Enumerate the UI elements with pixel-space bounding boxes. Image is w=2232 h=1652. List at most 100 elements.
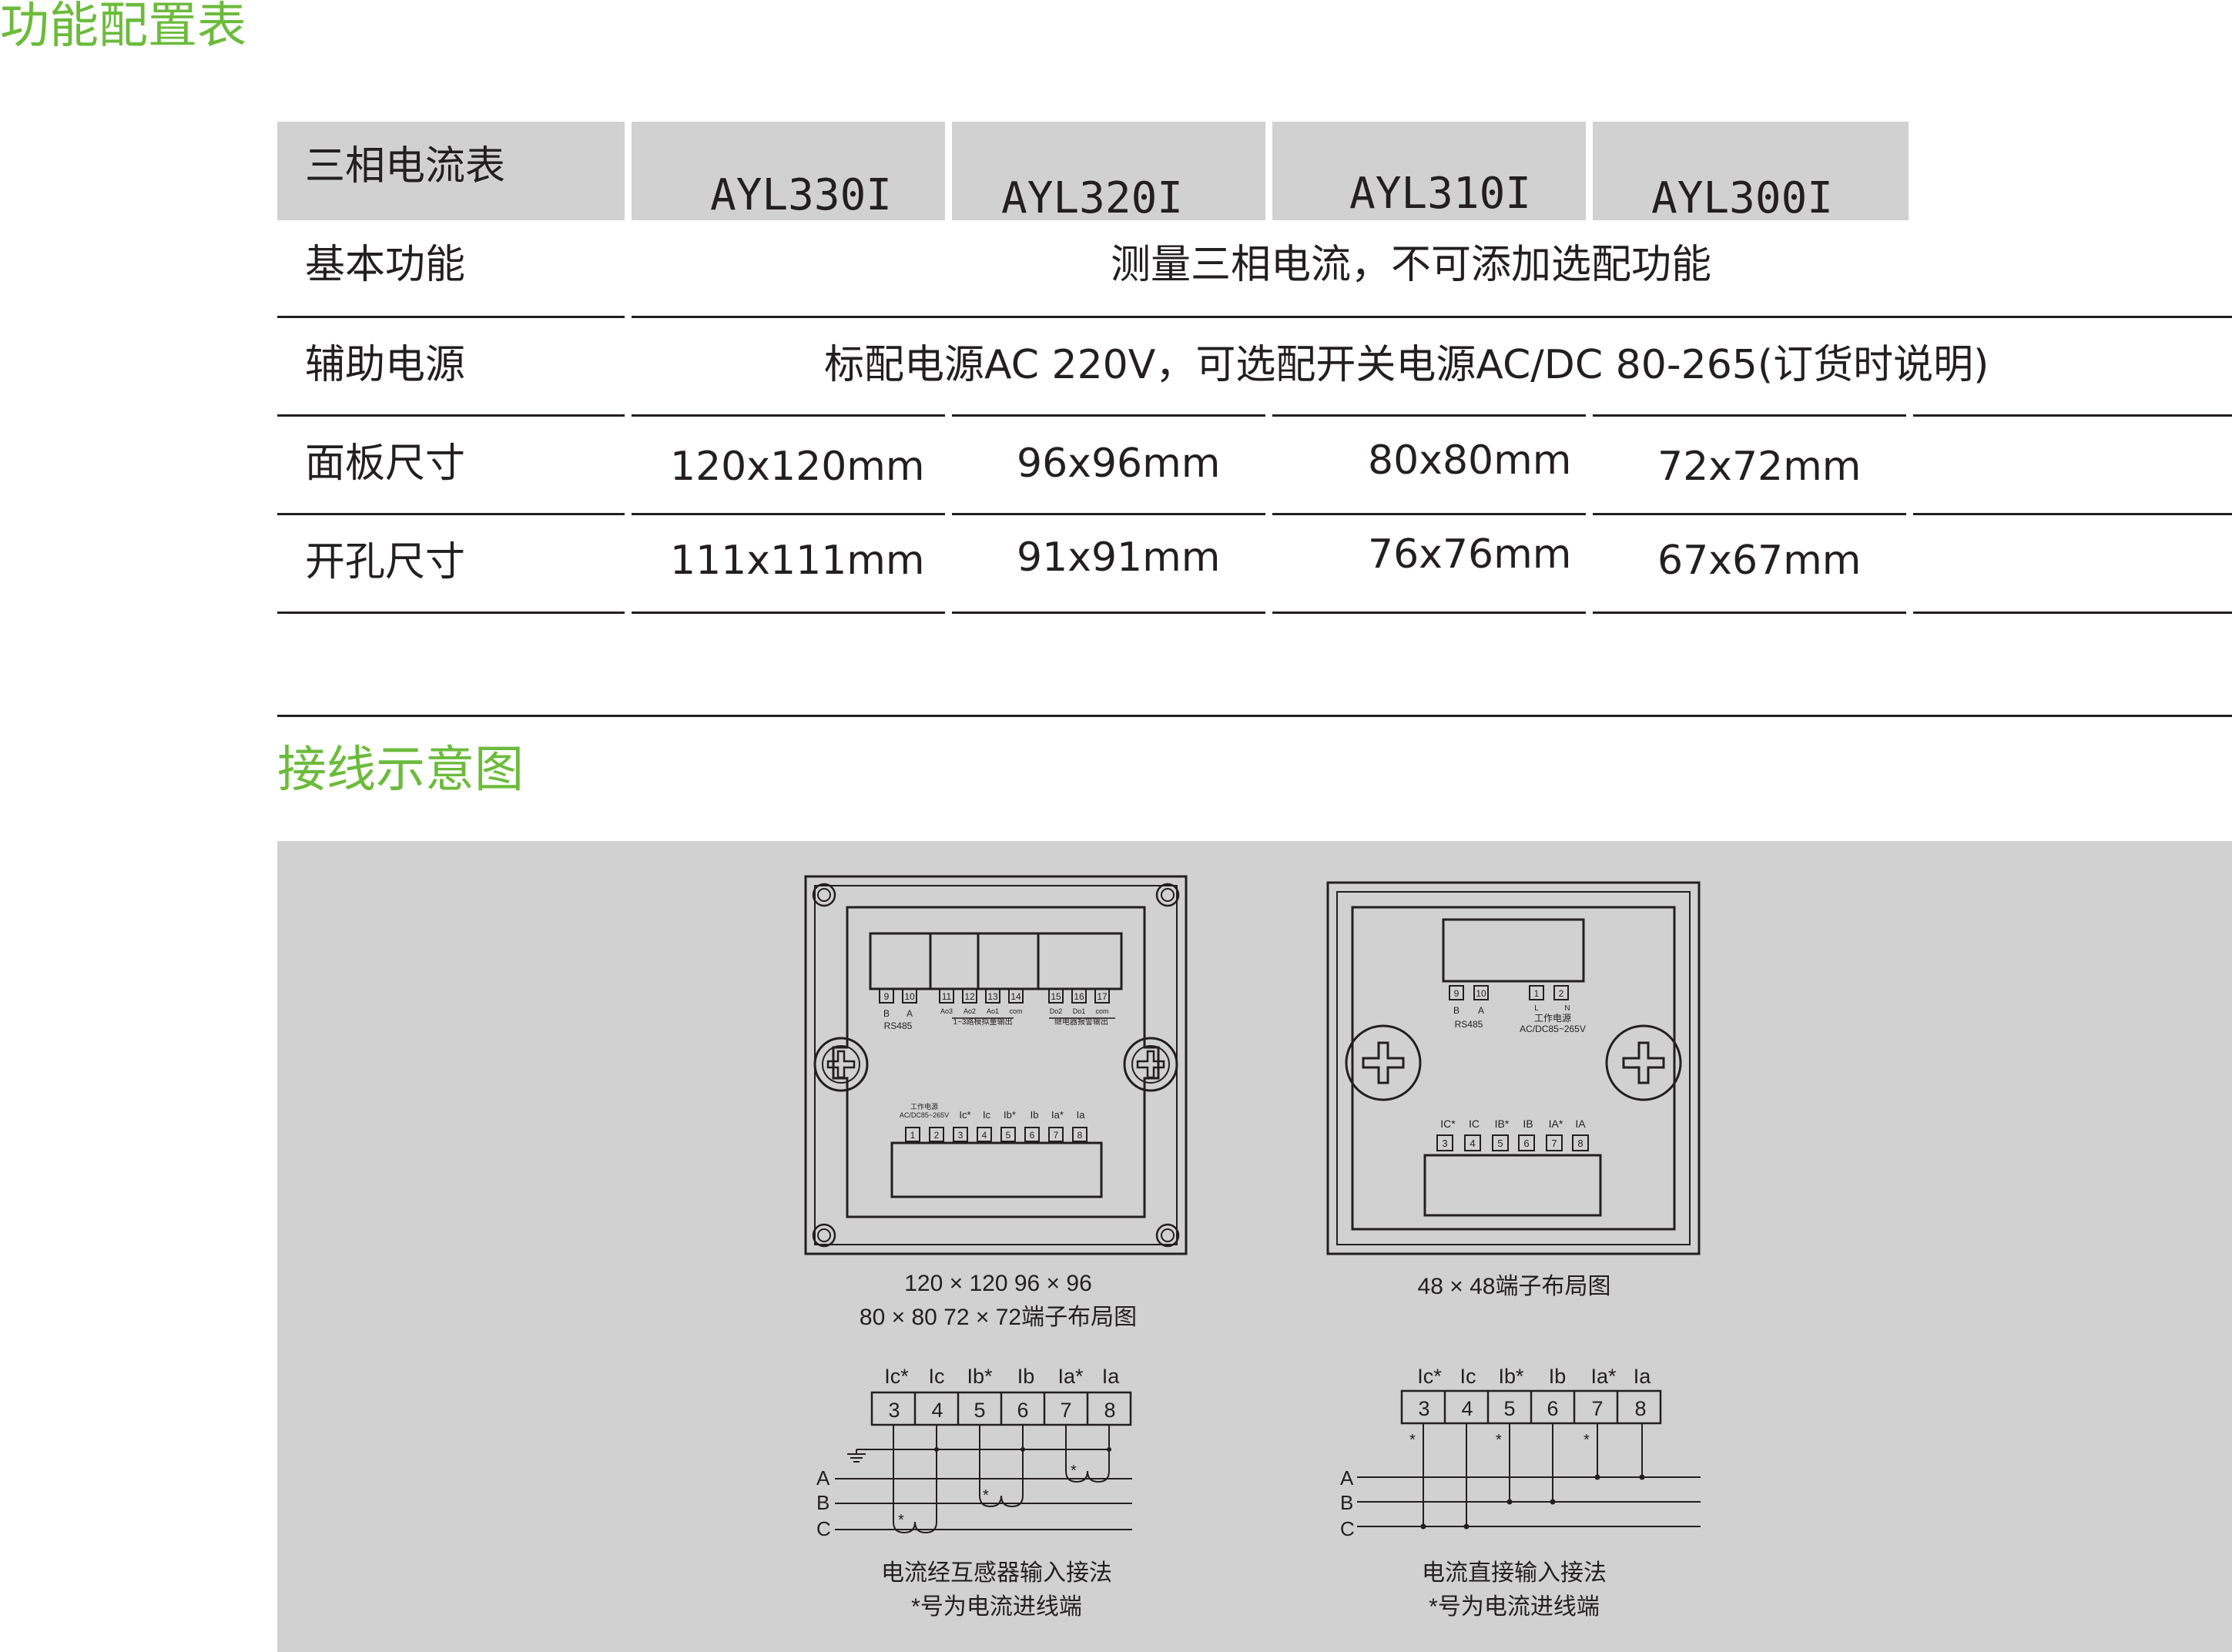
current-label: Ia — [1077, 1109, 1086, 1121]
terminal-number: 4 — [1461, 1397, 1473, 1420]
terminal-number: 1 — [1534, 988, 1540, 999]
table-header-cell — [1272, 122, 1586, 220]
current-label: Ia* — [1051, 1109, 1064, 1121]
row-divider — [952, 414, 1265, 417]
wire-label: Ic* — [884, 1365, 909, 1388]
terminal-number: 8 — [1104, 1399, 1115, 1422]
row-span-value: 标配电源AC 220V，可选配开关电源AC/DC 80-265(订货时说明) — [824, 342, 1989, 388]
diagram-panel — [277, 841, 2232, 1652]
row-divider — [632, 316, 2232, 318]
model-name: AYL310I — [1349, 169, 1532, 219]
current-label: IC — [1469, 1118, 1480, 1130]
terminal-number: 3 — [1418, 1397, 1429, 1420]
star-mark: * — [1409, 1432, 1416, 1449]
wiring-caption: 电流直接输入接法 — [1422, 1560, 1607, 1586]
table-header-label: 三相电流表 — [305, 143, 506, 189]
rs485-pin-label: B — [883, 1008, 890, 1019]
cell-value: 120x120mm — [670, 444, 925, 490]
terminal-number: 4 — [931, 1399, 943, 1422]
current-label: Ic — [983, 1109, 991, 1121]
table-header-cell — [277, 122, 625, 220]
row-span-value: 测量三相电流，不可添加选配功能 — [1111, 242, 1712, 288]
terminal-number: 11 — [942, 991, 952, 1002]
relay-output-label: com — [1095, 1007, 1108, 1015]
power-spec: AC/DC85~265V — [1520, 1024, 1586, 1034]
current-label: IA — [1575, 1118, 1586, 1130]
relay-output-label: Do2 — [1050, 1007, 1063, 1015]
row-divider — [1593, 513, 1906, 515]
wire-label: Ia — [1634, 1365, 1652, 1388]
diagram-caption: 80 × 80 72 × 72端子布局图 — [860, 1305, 1137, 1330]
terminal-number: 7 — [1551, 1138, 1557, 1149]
cell-value: 80x80mm — [1368, 437, 1572, 484]
rs485-pin-label: A — [907, 1008, 913, 1019]
current-label: Ib — [1031, 1109, 1039, 1121]
row-divider — [1913, 612, 2232, 614]
power-label: 工作电源 — [910, 1102, 938, 1111]
star-mark: * — [1496, 1432, 1502, 1449]
terminal-number: 6 — [1017, 1399, 1028, 1422]
row-label: 面板尺寸 — [305, 441, 466, 487]
wire-label: Ic* — [1417, 1365, 1442, 1388]
terminal-number: 5 — [1503, 1397, 1515, 1420]
row-divider — [1272, 612, 1586, 614]
row-divider — [952, 513, 1265, 515]
row-divider — [1593, 414, 1906, 417]
cell-value: 91x91mm — [1017, 534, 1221, 581]
rs485-pin-label: B — [1453, 1005, 1460, 1016]
rs485-pin-label: A — [1478, 1005, 1484, 1016]
terminal-number: 15 — [1051, 991, 1061, 1002]
terminal-number: 9 — [884, 991, 890, 1002]
terminal-number: 6 — [1523, 1138, 1529, 1149]
wiring-caption: 电流经互感器输入接法 — [881, 1560, 1112, 1586]
star-mark: * — [1071, 1463, 1077, 1479]
terminal-number: 2 — [1559, 988, 1564, 999]
terminal-number: 16 — [1074, 991, 1084, 1002]
row-divider — [277, 414, 625, 417]
terminal-number: 8 — [1634, 1397, 1646, 1420]
model-name: AYL300I — [1651, 173, 1834, 223]
current-label: Ic* — [959, 1109, 970, 1121]
terminal-number: 17 — [1097, 991, 1108, 1002]
terminal-number: 10 — [904, 991, 915, 1002]
analog-output-label: Ao1 — [987, 1007, 999, 1015]
table-header-cell — [952, 122, 1265, 220]
star-mark: * — [983, 1487, 989, 1504]
meter-back-diagram-small: 9 10 1 2 B A RS485 L N 工作电源 AC/DC85~265V… — [1326, 881, 1701, 1255]
wire-label: Ic — [1460, 1365, 1476, 1388]
terminal-number: 4 — [1470, 1138, 1475, 1149]
phase-label: C — [1340, 1517, 1355, 1540]
current-label: IB — [1523, 1118, 1533, 1130]
power-spec: AC/DC85~265V — [900, 1111, 949, 1119]
power-pin-label: L — [1534, 1004, 1539, 1013]
wiring-direct-diagram: Ic* Ic Ib* Ib Ia* Ia 3 4 5 6 7 8 A B C — [1340, 1365, 1701, 1540]
terminal-number: 4 — [982, 1130, 987, 1141]
terminal-number: 5 — [974, 1399, 985, 1422]
terminal-number: 3 — [1442, 1138, 1447, 1149]
phase-label: B — [1340, 1491, 1353, 1514]
cell-value: 72x72mm — [1657, 444, 1862, 490]
wiring-ct-diagram: Ic* Ic Ib* Ib Ia* Ia 3 4 5 6 7 8 A B C — [816, 1365, 1132, 1540]
row-divider — [277, 513, 625, 515]
wire-label: Ib* — [1498, 1365, 1524, 1388]
analog-output-label: Ao3 — [940, 1007, 953, 1015]
section-title-config: 功能配置表 — [0, 0, 246, 55]
row-label: 基本功能 — [305, 242, 466, 288]
terminal-number: 3 — [958, 1130, 964, 1141]
terminal-number: 2 — [934, 1130, 940, 1141]
model-name: AYL330I — [710, 170, 893, 220]
terminal-number: 6 — [1030, 1130, 1035, 1141]
phase-label: C — [816, 1517, 831, 1540]
diagram-caption: 120 × 120 96 × 96 — [904, 1271, 1092, 1296]
terminal-number: 7 — [1591, 1397, 1603, 1420]
cell-value: 96x96mm — [1017, 441, 1221, 487]
cell-value: 76x76mm — [1368, 531, 1572, 578]
analog-output-label: com — [1009, 1007, 1022, 1015]
wire-label: Ia* — [1057, 1365, 1084, 1388]
row-label: 开孔尺寸 — [305, 539, 466, 585]
terminal-number: 7 — [1054, 1130, 1059, 1141]
row-divider — [632, 612, 945, 614]
terminal-number: 5 — [1497, 1138, 1503, 1149]
row-divider — [1593, 612, 1906, 614]
current-label: IA* — [1549, 1118, 1563, 1130]
